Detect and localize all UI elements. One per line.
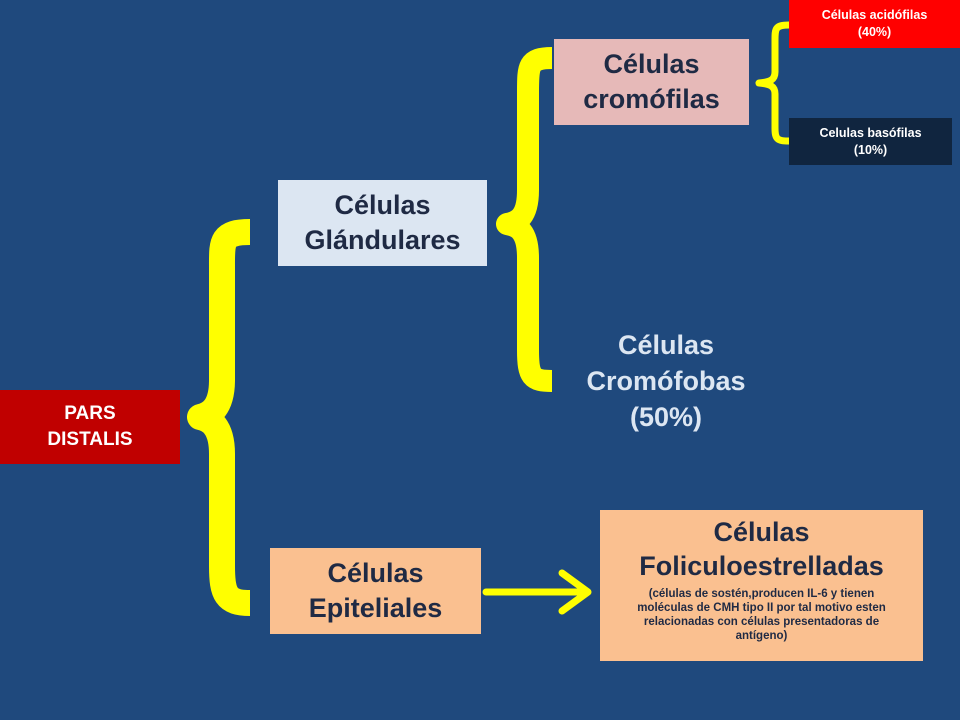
glandulares-line2: Glándulares bbox=[304, 225, 461, 255]
bracket-glandulares bbox=[496, 47, 553, 392]
foliculo-line2: Foliculoestrelladas bbox=[639, 551, 884, 581]
cromofilas-line1: Células bbox=[603, 49, 700, 79]
celulas-basofilas-box: Celulas basófilas (10%) bbox=[789, 118, 952, 165]
bracket-cromofilas bbox=[755, 21, 790, 145]
celulas-foliculoestrelladas-box: Células Foliculoestrelladas (células de … bbox=[600, 510, 923, 661]
pars-distalis-box: PARS DISTALIS bbox=[0, 390, 180, 464]
celulas-epiteliales-box: Células Epiteliales bbox=[270, 548, 481, 634]
glandulares-line1: Células bbox=[334, 190, 431, 220]
epiteliales-line2: Epiteliales bbox=[308, 593, 443, 623]
foliculo-desc-line4: antígeno) bbox=[735, 630, 788, 642]
basofilas-line1: Celulas basófilas bbox=[819, 125, 922, 140]
bracket-pars-distalis bbox=[187, 219, 251, 616]
cromofobas-line3: (50%) bbox=[629, 402, 703, 432]
basofilas-line2: (10%) bbox=[853, 142, 888, 157]
arrow-epiteliales-to-foliculo-head bbox=[558, 569, 592, 615]
acidofilas-line1: Células acidófilas bbox=[821, 8, 928, 22]
cromofobas-line1: Células bbox=[617, 330, 715, 360]
cromofilas-line2: cromófilas bbox=[583, 84, 720, 114]
cromofobas-line2: Cromófobas bbox=[586, 366, 746, 396]
celulas-cromofobas-label: Células Cromófobas (50%) bbox=[556, 322, 776, 440]
pars-distalis-line1: PARS bbox=[64, 403, 116, 424]
foliculo-desc-line2: moléculas de CMH tipo II por tal motivo … bbox=[637, 602, 886, 614]
foliculo-desc-line1: (células de sostén,producen IL-6 y tiene… bbox=[648, 588, 875, 600]
foliculo-line1: Células bbox=[713, 517, 810, 547]
celulas-acidofilas-box: Células acidófilas (40%) bbox=[789, 0, 960, 48]
celulas-glandulares-box: Células Glándulares bbox=[278, 180, 487, 266]
celulas-cromofilas-box: Células cromófilas bbox=[554, 39, 749, 125]
foliculo-desc-line3: relacionadas con células presentadoras d… bbox=[643, 616, 880, 628]
epiteliales-line1: Células bbox=[327, 558, 424, 588]
pars-distalis-line2: DISTALIS bbox=[47, 429, 133, 450]
foliculo-description: (células de sostén,producen IL-6 y tiene… bbox=[637, 587, 886, 643]
acidofilas-line2: (40%) bbox=[857, 25, 892, 39]
